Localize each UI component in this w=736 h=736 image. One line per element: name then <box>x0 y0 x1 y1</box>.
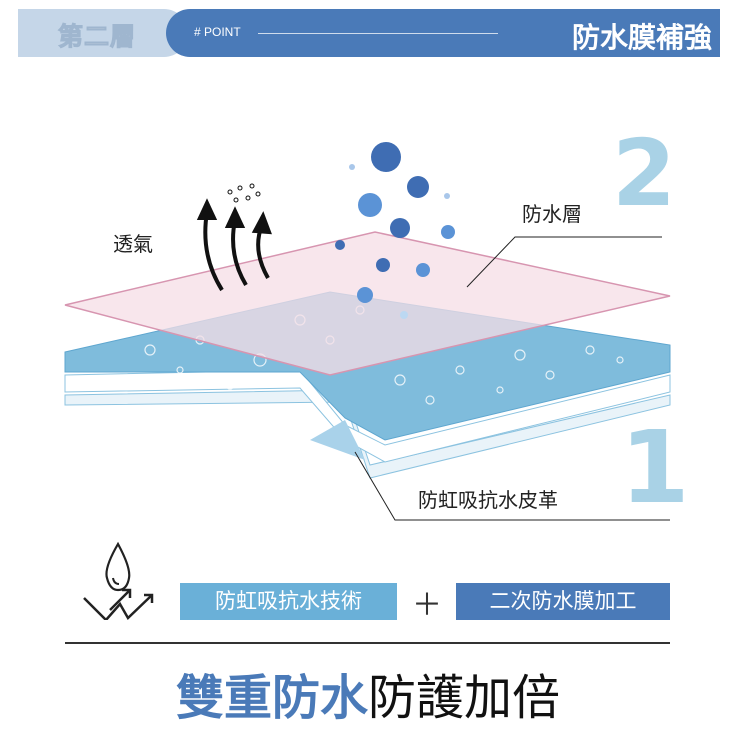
breathable-label: 透氣 <box>113 232 153 256</box>
plus-sign: ＋ <box>412 588 442 623</box>
header-bar: # POINT 防水膜補強 <box>166 9 720 57</box>
layer1-number: 1 <box>620 409 690 526</box>
layer1-label: 防虹吸抗水皮革 <box>418 488 558 512</box>
membrane-layer <box>64 231 671 376</box>
tagline: 雙重防水防護加倍 <box>0 658 736 728</box>
layer1-leader-line <box>354 451 670 521</box>
divider-line <box>65 642 670 644</box>
layer-pill: 第二層 <box>18 9 188 57</box>
layer2-leader-line <box>466 236 662 288</box>
feature-badge-anti-siphon: 防虹吸抗水技術 <box>180 583 397 620</box>
feature-badge-membrane: 二次防水膜加工 <box>456 583 670 620</box>
divider <box>258 33 498 34</box>
breathable-arrows-icon <box>196 183 272 292</box>
layer2-label: 防水層 <box>522 202 582 226</box>
tagline-rest: 防護加倍 <box>368 670 561 726</box>
water-droplets <box>335 142 455 319</box>
header-title: 防水膜補強 <box>571 21 712 54</box>
water-repellent-icon <box>83 541 154 620</box>
tagline-highlight: 雙重防水 <box>175 670 368 726</box>
layer2-number: 2 <box>612 120 677 227</box>
point-tag: # POINT <box>194 25 241 39</box>
layer-label: 第二層 <box>57 22 137 52</box>
layer-illustration <box>64 142 671 521</box>
